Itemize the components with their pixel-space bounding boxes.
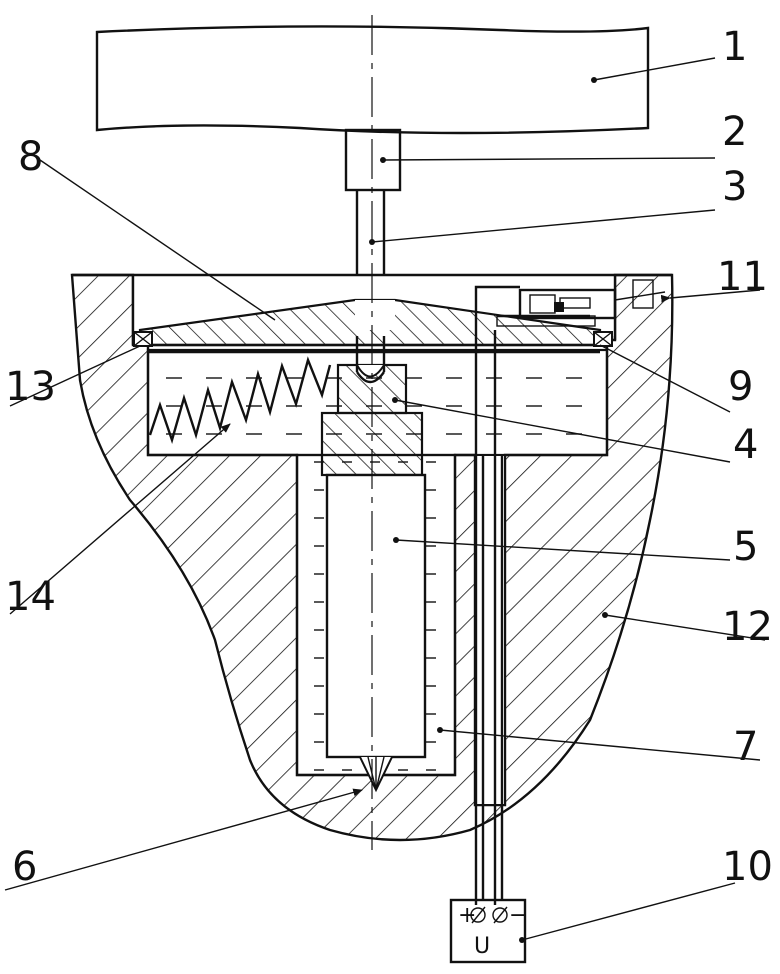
label-12: 12 [722, 604, 773, 650]
label-10: 10 [722, 844, 773, 890]
piston [325, 473, 427, 759]
cover-plate [138, 298, 602, 354]
voltage-symbol: U [474, 934, 490, 959]
label-6: 6 [12, 844, 37, 890]
wires [474, 285, 520, 905]
power-supply: + − U [449, 898, 527, 964]
label-7: 7 [733, 724, 758, 770]
label-1: 1 [722, 24, 747, 70]
sensor-switch [496, 279, 666, 327]
label-5: 5 [733, 524, 758, 570]
part-labels: 1 2 3 11 9 4 5 12 7 10 8 13 14 6 [5, 24, 773, 890]
leader-lines [4, 57, 766, 943]
label-3: 3 [722, 164, 747, 210]
minus-sign: − [509, 903, 527, 928]
spring [148, 356, 332, 445]
label-4: 4 [733, 422, 758, 468]
upper-block [95, 25, 650, 135]
label-2: 2 [722, 109, 747, 155]
label-11: 11 [717, 254, 768, 300]
label-13: 13 [5, 364, 56, 410]
plus-sign: + [458, 903, 476, 928]
label-9: 9 [728, 364, 753, 410]
label-14: 14 [5, 574, 56, 620]
label-8: 8 [18, 134, 43, 180]
